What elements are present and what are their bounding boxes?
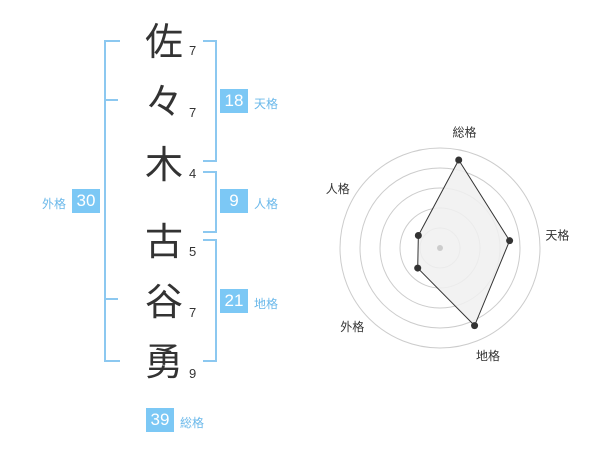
chikaku-label: 地格 (254, 297, 279, 311)
jinkaku-value-box: 9 (220, 189, 248, 213)
radar-area (417, 158, 511, 327)
radar-ring (339, 147, 541, 349)
radar-point-3 (414, 264, 422, 272)
stroke-count-4: 5 (189, 244, 197, 259)
radar-points (414, 156, 514, 330)
gaikaku-label: 外格 (42, 197, 67, 211)
radar-point-0 (455, 156, 463, 164)
chikaku-value-box: 21 (220, 289, 248, 313)
stroke-count-6: 9 (189, 366, 197, 381)
kanji-2: 々 (144, 80, 183, 124)
stroke-count-3: 4 (189, 166, 197, 181)
kanji-5: 谷 (144, 280, 183, 324)
gaikaku-bracket-tick-1 (104, 99, 118, 101)
kanji-1: 佐 (144, 20, 183, 64)
stroke-count-1: 7 (189, 43, 197, 58)
radar-axis-label-gaikaku: 外格 (340, 319, 364, 334)
gaikaku-bracket-tick-2 (104, 298, 118, 300)
radar-point-4 (414, 232, 422, 239)
radar-center-dot (437, 245, 443, 251)
tenkaku-value-box: 18 (220, 89, 248, 113)
tenkaku-label: 天格 (254, 97, 279, 111)
gaikaku-bracket (104, 40, 120, 362)
tenkaku-bracket (203, 40, 217, 162)
radar-point-1 (506, 237, 514, 245)
fortune-radar-chart: 総格 天格 地格 外格 人格 (326, 125, 570, 363)
radar-axis-label-tenkaku: 天格 (545, 228, 569, 243)
radar-ring (359, 167, 521, 329)
soukaku-value-box: 39 (146, 408, 174, 432)
stroke-count-5: 7 (189, 305, 197, 320)
soukaku-label: 総格 (180, 416, 205, 430)
jinkaku-label: 人格 (254, 197, 279, 211)
stroke-count-2: 7 (189, 105, 197, 120)
gaikaku-value-box: 30 (72, 189, 100, 213)
kanji-6: 勇 (144, 340, 183, 384)
jinkaku-bracket (203, 171, 217, 233)
kanji-3: 木 (144, 143, 183, 187)
chikaku-bracket (203, 239, 217, 362)
kanji-4: 古 (144, 220, 183, 264)
radar-axis-label-soukaku: 総格 (453, 125, 477, 140)
radar-axis-label-chikaku: 地格 (476, 348, 500, 363)
radar-axis-label-jinkaku: 人格 (326, 181, 350, 196)
radar-point-2 (471, 322, 479, 330)
